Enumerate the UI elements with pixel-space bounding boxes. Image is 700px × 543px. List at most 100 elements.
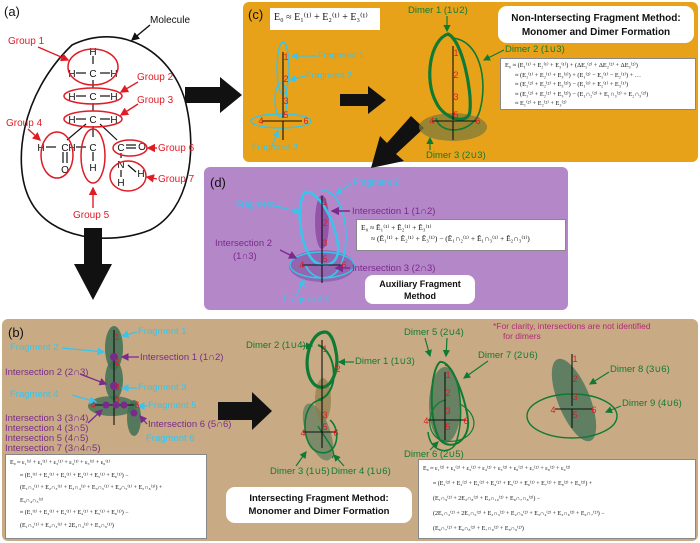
atom-c: C bbox=[117, 143, 124, 154]
intersection-3-label: Intersection 3 (3∩4) bbox=[5, 413, 88, 424]
fragment-3-outline bbox=[250, 113, 312, 129]
panel-b-letter: (b) bbox=[8, 325, 24, 340]
dimer-2-label: Dimer 2 (1∪4) bbox=[246, 340, 306, 351]
group-2-outline bbox=[63, 87, 123, 105]
intersection-2-label: Intersection 2 bbox=[215, 238, 272, 249]
node-label: 4 bbox=[300, 428, 305, 438]
node-label: 3 bbox=[283, 96, 288, 106]
node-label: 1 bbox=[322, 197, 327, 207]
group-3-outline bbox=[63, 110, 123, 128]
node-label: 2 bbox=[572, 374, 577, 384]
atom-h: H bbox=[137, 169, 144, 180]
equation-line: (2E₁∩₂⁽²⁾ + 2E₁∩₅⁽²⁾ + E₂∩₃⁽²⁾ + E₂∩₉⁽²⁾… bbox=[433, 511, 605, 517]
fragment-3-label: Fragment 3 bbox=[252, 142, 298, 152]
atom-h: H bbox=[110, 92, 117, 103]
c-dimer-graph bbox=[419, 32, 487, 141]
intersection-4-label: Intersection 4 (3∩5) bbox=[5, 423, 88, 434]
node-label: 4 bbox=[550, 405, 555, 415]
fragment-1-label: Fragment 1 bbox=[236, 199, 282, 209]
node-label: 6 bbox=[463, 416, 468, 426]
intersection-7-label: Intersection 7 (3∩4∩5) bbox=[5, 443, 101, 454]
equation-line: ≈ (Ẽ₁⁽¹⁾ + Ẽ₂⁽¹⁾ + Ẽ₃⁽¹⁾) − (Ẽ₁∩₂⁽¹⁾ + Ẽ… bbox=[371, 234, 530, 243]
node-label: 4 bbox=[258, 116, 263, 126]
node-numbers: 1 2 3 4 5 6 1 2 3 4 5 6 1 2 3 4 5 6 1 2 … bbox=[90, 48, 596, 438]
dimer-5-label: Dimer 5 (2∪4) bbox=[404, 327, 464, 338]
atom-h: H bbox=[68, 115, 75, 126]
panel-b-title-box: Intersecting Fragment Method: Monomer an… bbox=[226, 487, 412, 523]
dimer-8-shade bbox=[551, 358, 597, 442]
group-5-outline bbox=[80, 128, 106, 184]
d-fragment-labels: Fragment 2 Fragment 1 Fragment 3 bbox=[236, 177, 399, 304]
panel-c-equation-box: E₀ ≈ (E₁⁽¹⁾ + E₂⁽¹⁾ + E₃⁽¹⁾) + (ΔE₁⁽²⁾ +… bbox=[500, 58, 696, 110]
group-1-outline bbox=[67, 48, 119, 86]
fragment-1-outline bbox=[298, 190, 340, 267]
node-label: 5 bbox=[322, 254, 327, 264]
b-note-line2: for dimers bbox=[503, 331, 541, 341]
panel-c-title-line1: Non-Intersecting Fragment Method: bbox=[511, 13, 680, 24]
equation-line: ≈ (E₁⁽¹⁾ + E₂⁽¹⁾ + E₃⁽¹⁾) + (E₁⁽²⁾ − E₁⁽… bbox=[515, 71, 642, 79]
group-4-label: Group 4 bbox=[6, 118, 43, 129]
dimer-1-label: Dimer 1 (1∪2) bbox=[408, 5, 468, 16]
dimer-4-label: Dimer 4 (1∪6) bbox=[331, 466, 391, 477]
dimer-1-outline bbox=[428, 32, 472, 121]
molecule-atoms: H H C H H C H H C H H C H C C O O H N H … bbox=[37, 47, 146, 189]
node-label: 2 bbox=[114, 357, 119, 367]
node-label: 3 bbox=[445, 406, 450, 416]
atom-h: H bbox=[110, 69, 117, 80]
b-note-line1: *For clarity, intersections are not iden… bbox=[493, 321, 651, 331]
panel-b-title-line2: Monomer and Dimer Formation bbox=[248, 506, 390, 517]
equation-line: (E₁∩₉⁽²⁾ + 2E₂∩₈⁽²⁾ + E₃∩₁₀⁽²⁾ + E₆∩₇∩₈⁽… bbox=[433, 496, 541, 502]
node-label: 5 bbox=[572, 410, 577, 420]
fragment-6-label: Fragment 6 bbox=[146, 433, 195, 444]
panel-c-letter: (c) bbox=[248, 7, 263, 22]
panel-a-letter: (a) bbox=[4, 4, 20, 19]
panel-c-title-box bbox=[498, 6, 694, 43]
b-far-right-dimer-graph bbox=[526, 354, 618, 442]
atom-h: H bbox=[68, 92, 75, 103]
intersection-2-label: Intersection 2 (2∩3) bbox=[5, 367, 88, 378]
dimer-3-outline bbox=[304, 399, 338, 454]
node-label: 2 bbox=[283, 74, 288, 84]
node-label: 6 bbox=[475, 116, 480, 126]
atom-c: C bbox=[89, 115, 96, 126]
arrow-c-to-d bbox=[371, 116, 424, 168]
node-label: 3 bbox=[322, 410, 327, 420]
dimer-2-outline bbox=[305, 330, 339, 389]
fragment-1-label: Fragment 1 bbox=[318, 50, 364, 60]
panel-b-left-equation-box: E₀ ≈ ε₁⁽¹⁾ + ε₂⁽¹⁾ + ε₃⁽¹⁾ + ε₄⁽¹⁾ + ε₅⁽… bbox=[5, 454, 207, 539]
atom-c: C bbox=[89, 92, 96, 103]
group-6-label: Group 6 bbox=[158, 143, 195, 154]
equation-line: ≈ (E₁⁽¹⁾ + E₂⁽¹⁾ + E₃⁽¹⁾ + E₄⁽¹⁾ + E₅⁽¹⁾… bbox=[20, 510, 129, 516]
node-label: 5 bbox=[322, 422, 327, 432]
panel-b-title-line1: Intersecting Fragment Method: bbox=[249, 493, 389, 504]
node-label: 5 bbox=[445, 422, 450, 432]
equation-line: E₃∩₄∩₅⁽¹⁾ bbox=[20, 497, 44, 504]
arrow-b-left-to-right bbox=[218, 392, 272, 430]
fragment-2-label: Fragment 2 bbox=[306, 70, 352, 80]
fragment-3-label: Fragment 3 bbox=[283, 294, 329, 304]
panel-d-title-line2: Method bbox=[404, 291, 436, 301]
group-1-label: Group 1 bbox=[8, 36, 45, 47]
fragment-2-label: Fragment 2 bbox=[353, 177, 399, 187]
node-label: 4 bbox=[429, 116, 434, 126]
equation-line: (E₆∩₇⁽²⁾ + E₆∩₈⁽²⁾ + E₇∩₈⁽²⁾ + E₈∩₉⁽²⁾) bbox=[433, 526, 524, 532]
node-label: 2 bbox=[322, 218, 327, 228]
node-label: 2 bbox=[445, 388, 450, 398]
dimer-3-label: Dimer 3 (2∪3) bbox=[426, 150, 486, 161]
intersection-5-label: Intersection 5 (4∩5) bbox=[5, 433, 88, 444]
panel-d-equation-box: E₀ ≈ Ẽ₁⁽¹⁾ + Ẽ₂⁽¹⁾ + Ẽ₃⁽¹⁾ ≈ (Ẽ₁⁽¹⁾ + Ẽ₂… bbox=[356, 219, 566, 251]
node-label: 5 bbox=[453, 110, 458, 120]
dimer-1-outline bbox=[317, 344, 335, 401]
d-intersection-labels: Intersection 1 (1∩2) Intersection 2 (1∩3… bbox=[215, 206, 435, 274]
fragment-1-label: Fragment 1 bbox=[138, 326, 187, 337]
c-fragment-labels: Fragment 1 Fragment 2 Fragment 3 bbox=[252, 50, 364, 152]
molecule-outline bbox=[20, 36, 192, 239]
intersection-1-label: Intersection 1 (1∩2) bbox=[352, 206, 435, 217]
node-label: 3 bbox=[114, 382, 119, 392]
arrow-a-to-b bbox=[74, 228, 112, 300]
node-label: 3 bbox=[453, 92, 458, 102]
atom-o: O bbox=[138, 142, 146, 153]
equation-line: ≈ (E₁⁽²⁾ + E₂⁽²⁾ + E₃⁽²⁾ + E₄⁽²⁾ + E₅⁽²⁾… bbox=[433, 481, 593, 487]
molecule-label: Molecule bbox=[150, 15, 190, 26]
dimer-7-outline bbox=[429, 399, 475, 442]
